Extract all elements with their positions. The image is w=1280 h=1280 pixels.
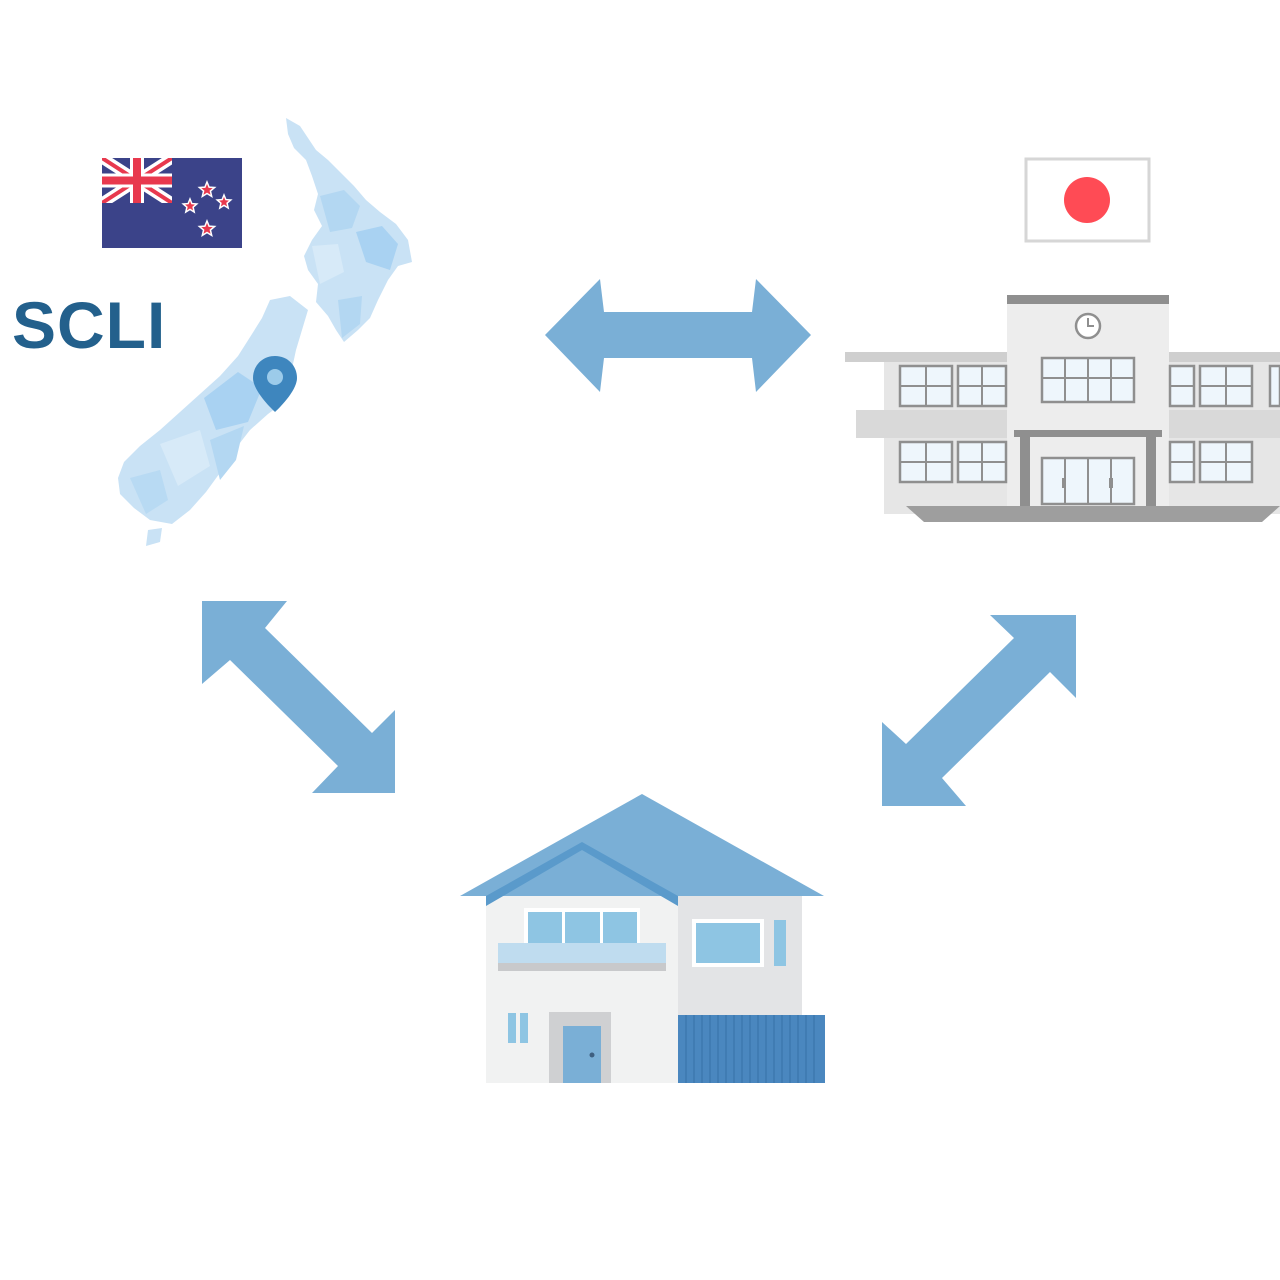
arrow-nz-school: [545, 279, 811, 392]
location-pin-icon: [253, 356, 297, 412]
house-icon: [460, 794, 825, 1083]
arrow-nz-home: [202, 601, 395, 793]
new-zealand-map-icon: [118, 118, 412, 546]
japan-flag-icon: [1024, 157, 1151, 243]
organization-label: SCLI: [12, 288, 167, 362]
school-building-icon: [845, 295, 1280, 522]
arrow-school-home: [882, 615, 1076, 806]
new-zealand-flag-icon: [102, 158, 242, 248]
clock-icon: [1074, 312, 1102, 340]
